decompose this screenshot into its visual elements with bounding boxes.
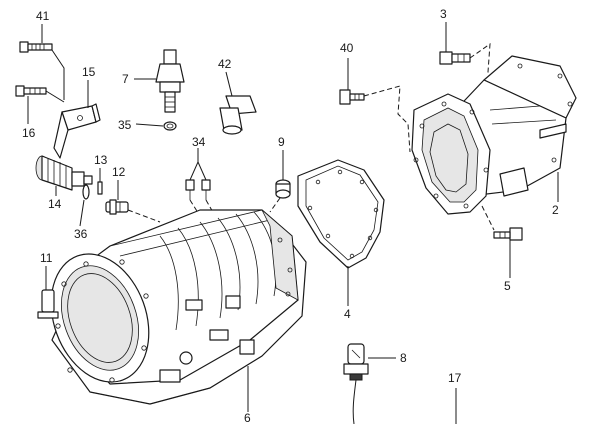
- dash-2: [481, 205, 495, 231]
- leader-42: [225, 71, 233, 97]
- part-36-oring: [82, 184, 90, 200]
- part-12-drive-gear: [105, 199, 129, 215]
- part-5-bolt: [493, 227, 523, 241]
- part-2-extension-housing: [411, 55, 577, 215]
- part-14-sensor: [35, 155, 93, 191]
- callout-35: 35: [118, 118, 132, 132]
- part-42-stud: [219, 95, 257, 135]
- callout-3: 3: [440, 7, 447, 21]
- dash-40: [363, 85, 411, 153]
- callout-9: 9: [278, 135, 285, 149]
- dash-12: [127, 209, 161, 223]
- part-41-bolt: [19, 41, 53, 53]
- part-13-clip: [97, 181, 103, 195]
- leader-35: [135, 123, 164, 127]
- part-3-bolt: [439, 51, 471, 65]
- leader-41-to-bracket: [51, 49, 65, 100]
- callout-40: 40: [340, 41, 354, 55]
- part-40-bolt: [339, 89, 365, 105]
- part-15-bracket: [53, 103, 101, 159]
- leader-34-b: [197, 161, 207, 181]
- part-4-gasket: [297, 159, 385, 269]
- callout-6: 6: [244, 411, 251, 424]
- callout-12: 12: [112, 165, 126, 179]
- part-9-plug: [275, 179, 291, 199]
- dash-9: [269, 197, 281, 213]
- part-11-vent: [37, 289, 59, 319]
- callout-34: 34: [192, 135, 206, 149]
- dash-34-a: [189, 199, 201, 217]
- part-7-plug: [155, 49, 185, 113]
- part-6-transmission-case: [50, 209, 307, 405]
- callout-11: 11: [40, 251, 53, 265]
- callout-41: 41: [36, 9, 50, 23]
- leader-36: [79, 199, 85, 227]
- callout-2: 2: [552, 203, 559, 217]
- part-35-washer: [163, 121, 177, 131]
- leader-34-a: [189, 148, 199, 181]
- callout-8: 8: [400, 351, 407, 365]
- callout-42: 42: [218, 57, 232, 71]
- callout-15: 15: [82, 65, 96, 79]
- callout-7: 7: [122, 72, 129, 86]
- part-8-sensor: [343, 343, 369, 424]
- dash-34-b: [205, 199, 215, 215]
- part-34-fittings: [185, 179, 211, 200]
- callout-4: 4: [344, 307, 351, 321]
- part-16-bolt: [15, 85, 47, 97]
- callout-36: 36: [74, 227, 88, 241]
- callout-17: 17: [448, 371, 462, 385]
- leader-16-to-bracket: [45, 90, 65, 103]
- callout-16: 16: [22, 126, 36, 140]
- callout-14: 14: [48, 197, 62, 211]
- callout-13: 13: [94, 153, 108, 167]
- callout-5: 5: [504, 279, 511, 293]
